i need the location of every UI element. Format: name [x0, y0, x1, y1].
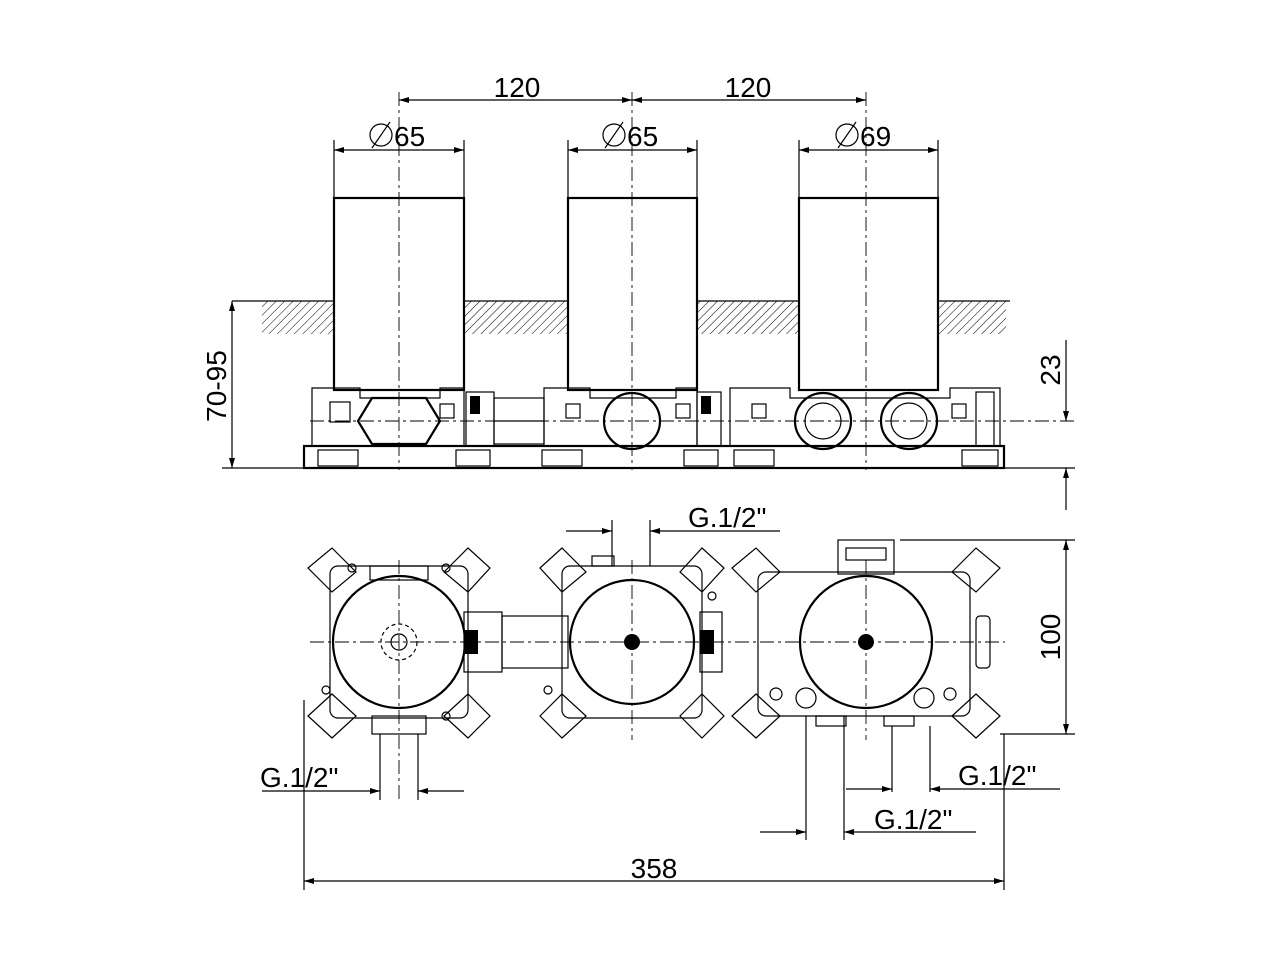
- thread-bottom-right-label: G.1/2": [958, 760, 1036, 791]
- total-width-label: 358: [631, 853, 678, 884]
- module-middle: [539, 547, 725, 739]
- spacing-left-label: 120: [494, 72, 541, 103]
- diameter-symbol-icon: [369, 123, 393, 147]
- cylinder-right: [797, 196, 940, 392]
- diameter-right: 69: [835, 121, 891, 152]
- diameter-left-label: 65: [394, 121, 425, 152]
- depth-range-label: 70-95: [201, 350, 232, 422]
- module-right: [731, 539, 1001, 739]
- plan-view: G.1/2" 100 G.1/2" G.1/2" G.1/2" 358: [260, 502, 1075, 890]
- cylinder-middle: [566, 196, 699, 392]
- thread-top-label: G.1/2": [688, 502, 766, 533]
- wall-hatch: [232, 300, 1010, 334]
- connector-left: [463, 611, 569, 673]
- side-view: 120 120 65 65 69: [201, 72, 1075, 510]
- diameter-middle-label: 65: [627, 121, 658, 152]
- thread-bottom-left-label: G.1/2": [260, 762, 338, 793]
- spacing-right-label: 120: [725, 72, 772, 103]
- diameter-symbol-icon: [835, 123, 859, 147]
- thread-bottom-middle-label: G.1/2": [874, 804, 952, 835]
- valve-body-side: [302, 387, 1006, 470]
- diameter-right-label: 69: [860, 121, 891, 152]
- height-label: 100: [1035, 614, 1066, 661]
- diameter-left: 65: [369, 121, 425, 152]
- offset-label: 23: [1035, 354, 1066, 385]
- diameter-middle: 65: [602, 121, 658, 152]
- diameter-symbol-icon: [602, 123, 626, 147]
